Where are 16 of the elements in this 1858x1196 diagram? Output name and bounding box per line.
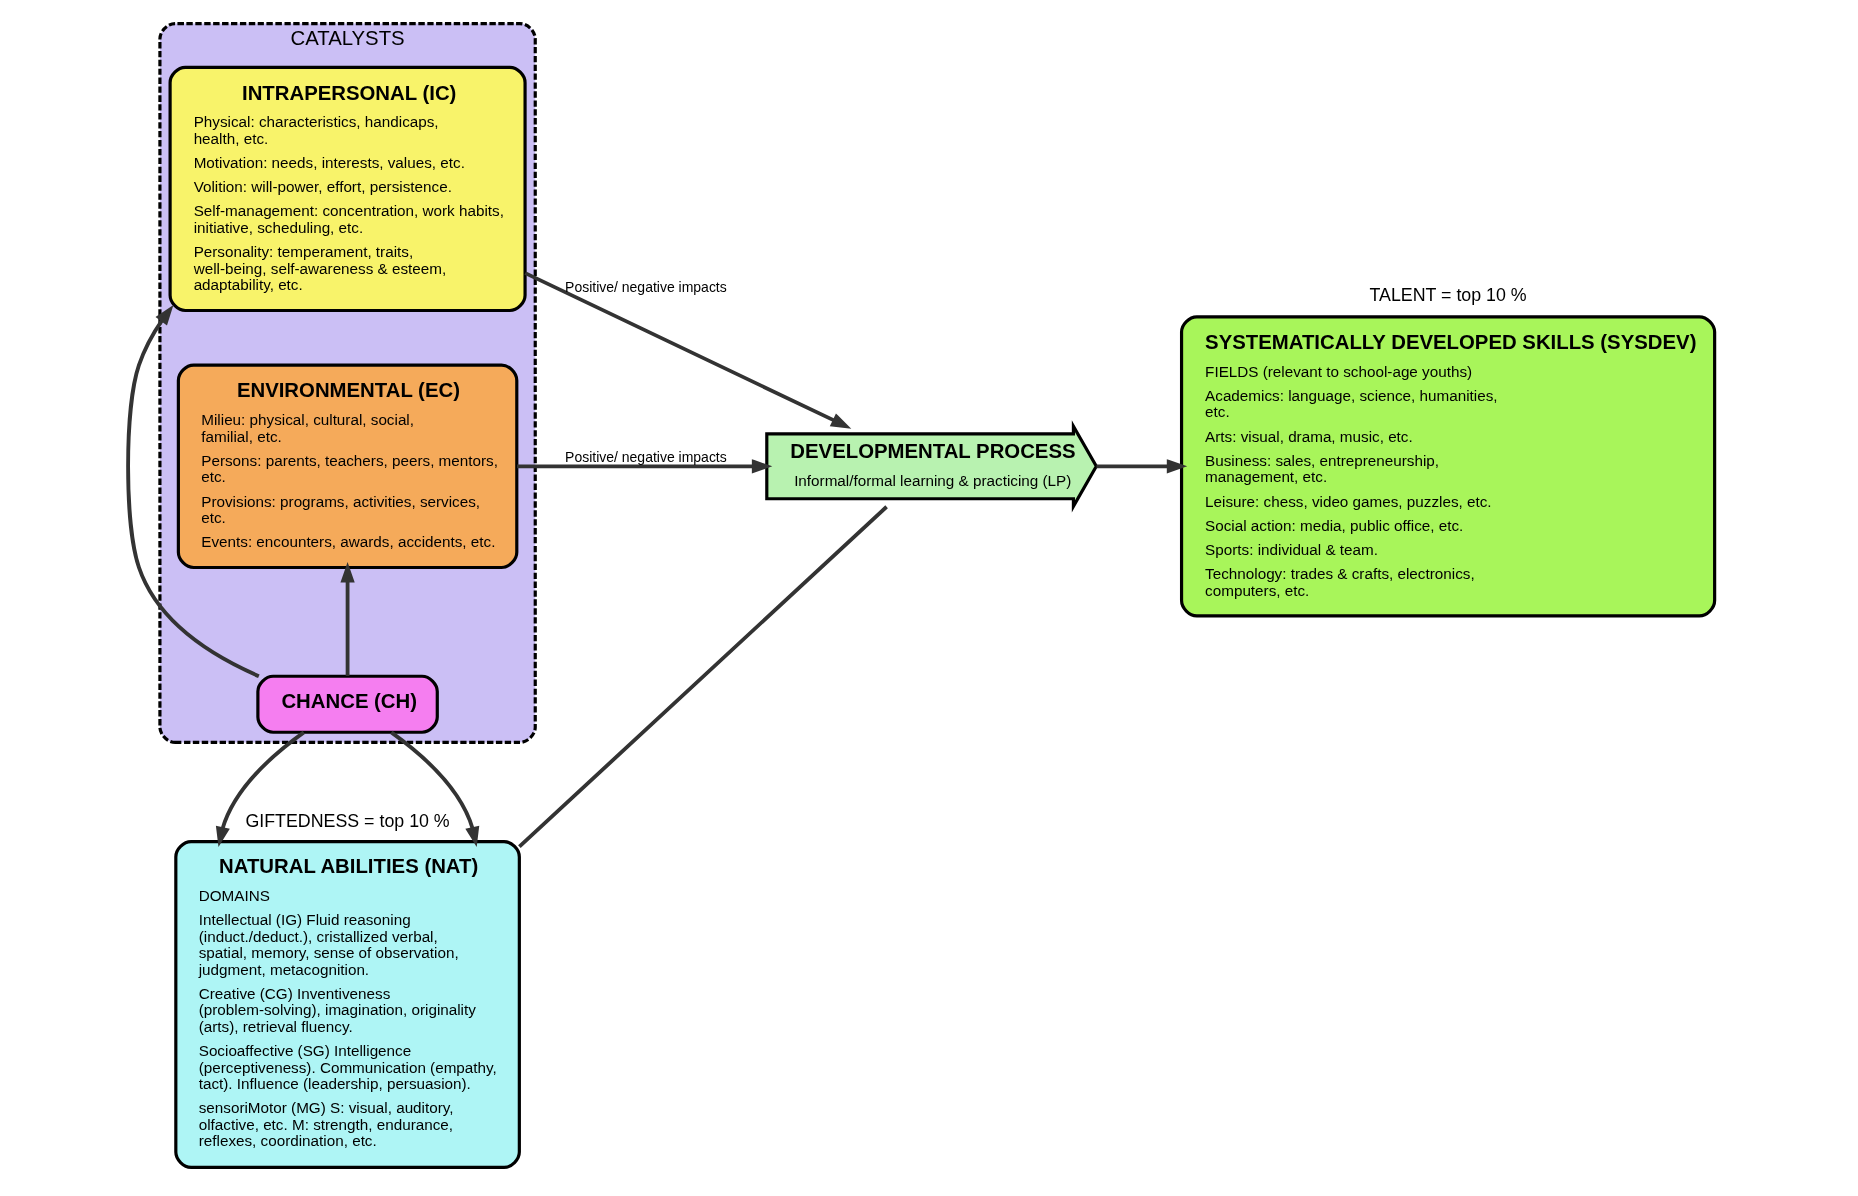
node-box: ENVIRONMENTAL (EC) Milieu: physical, cultural, social, familial, etc. Persons: parents, teachers, peers, mentors, etc. Provisions: programs, activities, services, etc. Events: encounters, awards, accidents, etc. <box>176 363 519 570</box>
node-box: INTRAPERSONAL (IC) Physical: characteristics, handicaps, health, etc. Motivation: needs, interests, values, etc. Volition: will-power, effort, persistence. Self-management: concentration, work habits, initiative, scheduling, etc. Personality: temperament, traits, well-being, self-awareness & esteem, adaptability, etc. <box>168 65 527 313</box>
node-box: NATURAL ABILITIES (NAT) DOMAINS Intellectual (IG) Fluid reasoning (induct./deduct.), cristallized verbal, spatial, memory, sense of observation, judgment, metacognition. Creative (CG) Inventiveness (problem-solving), imagination, originality (arts), retrieval fluency. Socioaffective (SG) Intelligence (perceptiveness). Communication (empathy, tact). Influence (leadership, persuasion). sensoriMotor (MG) S: visual, auditory, olfactive, etc. M: strength, endurance, reflexes, coordination, etc. <box>174 840 521 1169</box>
node-box: SYSTEMATICALLY DEVELOPED SKILLS (SYSDEV) FIELDS (relevant to school-age youths) Academics: language, science, humanities, etc. Arts: visual, drama, music, etc. Business: sales, entrepreneurship, management, etc. Leisure: chess, video games, puzzles, etc. Social action: media, public office, etc. Sports: individual & team. Technology: trades & crafts, electronics, computers, etc. <box>1179 315 1717 618</box>
arrow <box>517 459 773 474</box>
node-label: TALENT = top 10 % <box>1369 285 1527 306</box>
arrow <box>126 304 260 678</box>
arrow <box>340 562 355 676</box>
arrow <box>1096 459 1188 474</box>
node-box: CHANCE (CH) <box>256 674 439 734</box>
arrow <box>524 271 852 429</box>
edge-label: Positive/ negative impacts <box>565 278 727 295</box>
node-label: GIFTEDNESS = top 10 % <box>245 810 450 831</box>
edge-label: Positive/ negative impacts <box>565 449 727 466</box>
connector <box>518 505 888 849</box>
arrow <box>215 730 480 848</box>
